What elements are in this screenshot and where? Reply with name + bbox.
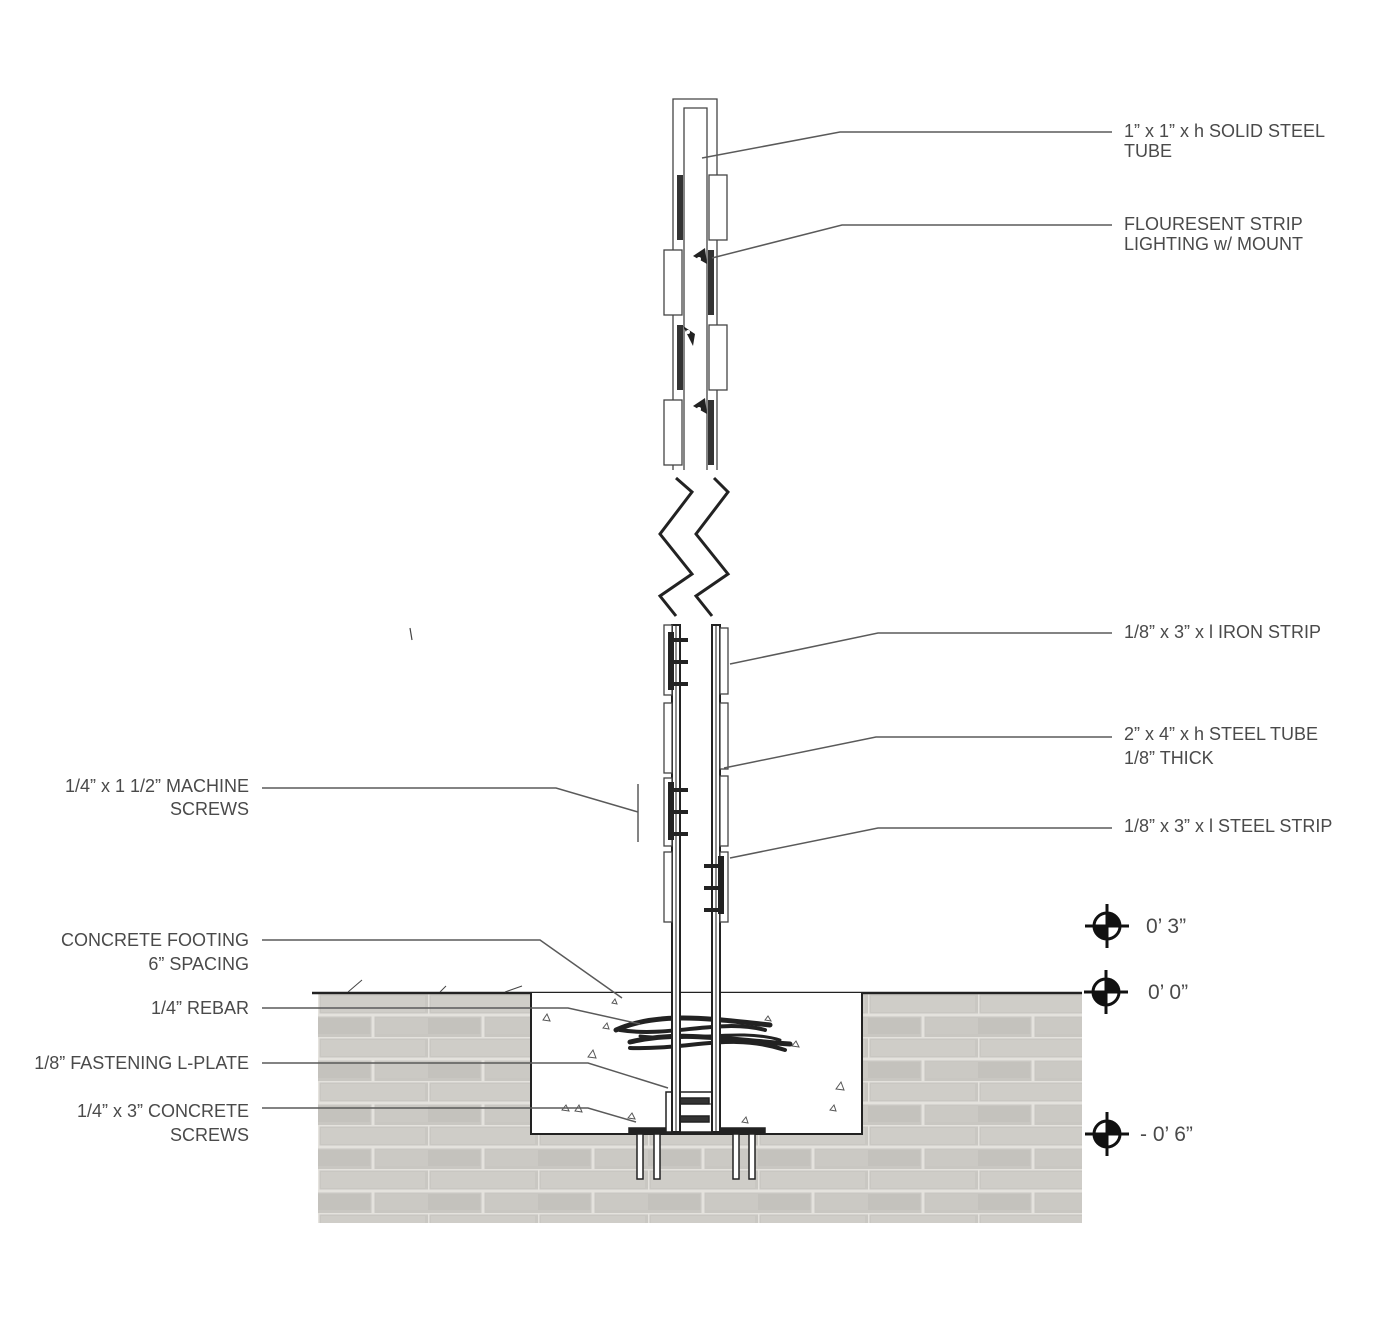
label-steel-tube-1: 2” x 4” x h STEEL TUBE — [1124, 724, 1318, 744]
machine-screws — [668, 632, 724, 914]
label-iron-strip: 1/8” x 3” x l IRON STRIP — [1124, 622, 1321, 642]
elevation-marker-zero: 0’ 0” — [1084, 970, 1188, 1014]
elevation-target-icon — [1084, 970, 1128, 1014]
elevation-target-icon — [1085, 904, 1129, 948]
elevation-label-zero: 0’ 0” — [1148, 981, 1188, 1004]
elevation-marker-plus-3: 0’ 3” — [1085, 904, 1186, 948]
label-lighting-1: FLOURESENT STRIP — [1124, 214, 1303, 234]
label-footing-2: 6” SPACING — [148, 954, 249, 974]
elevation-target-icon — [1085, 1112, 1129, 1156]
lighting-strips — [663, 174, 728, 466]
label-solid-tube-2: TUBE — [1124, 141, 1172, 161]
label-machine-screws-1: 1/4” x 1 1/2” MACHINE — [65, 776, 249, 796]
leader-lines — [262, 131, 1112, 1123]
elevation-marker-minus-6: - 0’ 6” — [1085, 1112, 1193, 1156]
label-steel-tube-2: 1/8” THICK — [1124, 748, 1214, 768]
label-machine-screws-2: SCREWS — [170, 799, 249, 819]
label-solid-tube-1: 1” x 1” x h SOLID STEEL — [1124, 121, 1325, 141]
elevation-label-plus-3: 0’ 3” — [1146, 915, 1186, 938]
lighting-mounts — [683, 248, 707, 414]
label-rebar: 1/4” REBAR — [151, 998, 249, 1018]
steel-tube-lower — [671, 624, 721, 1133]
label-footing-1: CONCRETE FOOTING — [61, 930, 249, 950]
label-steel-strip: 1/8” x 3” x l STEEL STRIP — [1124, 816, 1332, 836]
label-concrete-screws-2: SCREWS — [170, 1125, 249, 1145]
label-lighting-2: LIGHTING w/ MOUNT — [1124, 234, 1303, 254]
elevation-label-minus-6: - 0’ 6” — [1140, 1123, 1193, 1146]
label-concrete-screws-1: 1/4” x 3” CONCRETE — [77, 1101, 249, 1121]
break-lines — [657, 476, 731, 617]
label-l-plate: 1/8” FASTENING L-PLATE — [34, 1053, 249, 1073]
lighting-mount-bars — [677, 175, 714, 465]
